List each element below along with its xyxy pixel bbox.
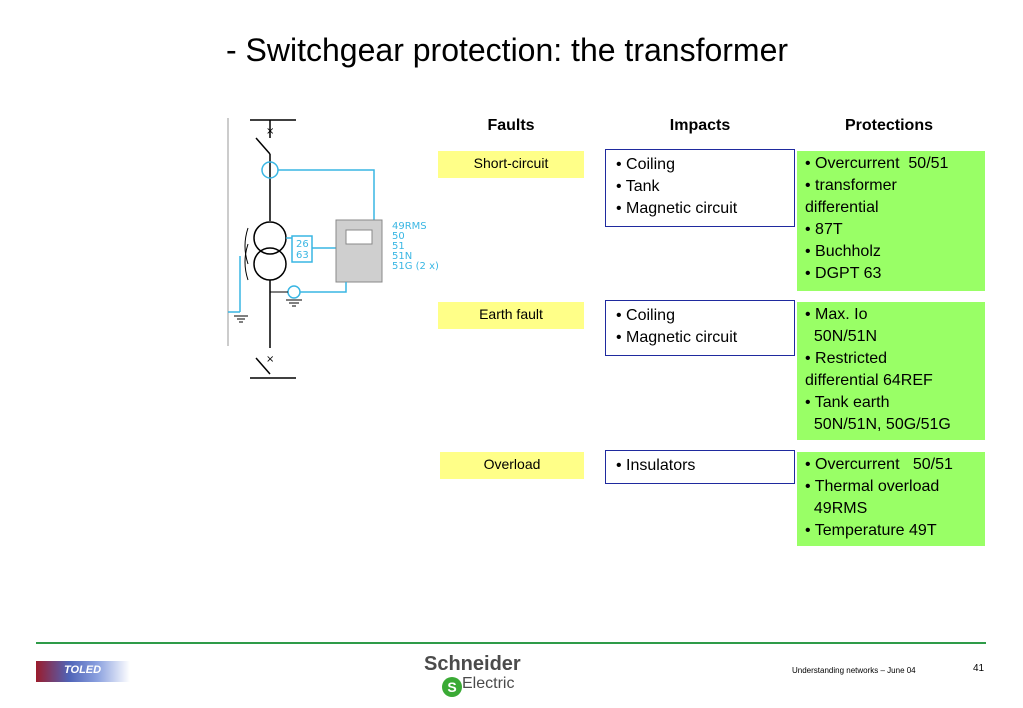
protection-list: • Overcurrent 50/51 • Thermal overload 4… [797, 452, 985, 546]
protection-item: • Overcurrent 50/51 [805, 155, 949, 172]
protection-item: • DGPT 63 [805, 265, 882, 282]
protection-item: 50N/51N [805, 328, 878, 345]
relay-code: 50 [392, 231, 405, 242]
svg-text:×: × [266, 126, 274, 137]
protection-list: • Max. Io 50N/51N • Restricted different… [797, 302, 985, 440]
header-faults: Faults [487, 117, 535, 134]
protection-item: • Overcurrent 50/51 [805, 456, 953, 473]
svg-text:×: × [266, 354, 274, 365]
protection-item: • Tank earth [805, 394, 890, 411]
footer-divider [36, 642, 986, 644]
header-protections: Protections [844, 117, 933, 134]
schneider-leaf-icon: S [442, 677, 462, 697]
toled-logo: TOLED [36, 661, 130, 682]
transformer-diagram: × × 26 63 49RMS 50 51 51N 51G (2 x) [227, 118, 439, 379]
protection-item: • Restricted [805, 350, 888, 367]
protection-item: 49RMS [805, 500, 868, 517]
impact-item: • Magnetic circuit [616, 200, 738, 217]
relay-code: 49RMS [392, 221, 427, 232]
brand-name-line1: Schneider [424, 653, 521, 675]
impact-item: • Insulators [616, 457, 696, 474]
protection-item: • transformer [805, 177, 897, 194]
schneider-electric-logo: Schneider S Electric [424, 653, 536, 701]
toled-logo-text: TOLED [64, 664, 102, 676]
protection-item: differential [805, 199, 879, 216]
protection-item: • Thermal overload [805, 478, 940, 495]
impact-item: • Tank [616, 178, 660, 195]
impact-list: • Coiling • Magnetic circuit [605, 300, 795, 356]
page-number: 41 [973, 663, 985, 674]
protection-list: • Overcurrent 50/51 • transformer differ… [797, 151, 985, 291]
impact-item: • Coiling [616, 307, 675, 324]
sensor-code: 26 [296, 239, 309, 250]
footer-caption: Understanding networks – June 04 [792, 666, 916, 675]
impact-item: • Magnetic circuit [616, 329, 738, 346]
slide-title: - Switchgear protection: the transformer [226, 32, 789, 68]
relay-code: 51G (2 x) [392, 261, 439, 272]
header-impacts: Impacts [669, 117, 731, 134]
protection-item: • Temperature 49T [805, 522, 937, 539]
fault-short-circuit: Short-circuit [438, 151, 584, 178]
impact-list: • Coiling • Tank • Magnetic circuit [605, 149, 795, 227]
fault-earth-fault: Earth fault [438, 302, 584, 329]
impact-item: • Coiling [616, 156, 675, 173]
sensor-code: 63 [296, 250, 309, 261]
brand-name-line2: Electric [462, 675, 515, 692]
relay-code: 51 [392, 241, 405, 252]
protection-item: differential 64REF [805, 372, 933, 389]
relay-code: 51N [392, 251, 412, 262]
protection-item: • 87T [805, 221, 843, 238]
protection-item: • Max. Io [805, 306, 868, 323]
impact-list: • Insulators [605, 450, 795, 484]
fault-overload: Overload [440, 452, 584, 479]
protection-item: 50N/51N, 50G/51G [805, 416, 951, 433]
protection-item: • Buchholz [805, 243, 881, 260]
